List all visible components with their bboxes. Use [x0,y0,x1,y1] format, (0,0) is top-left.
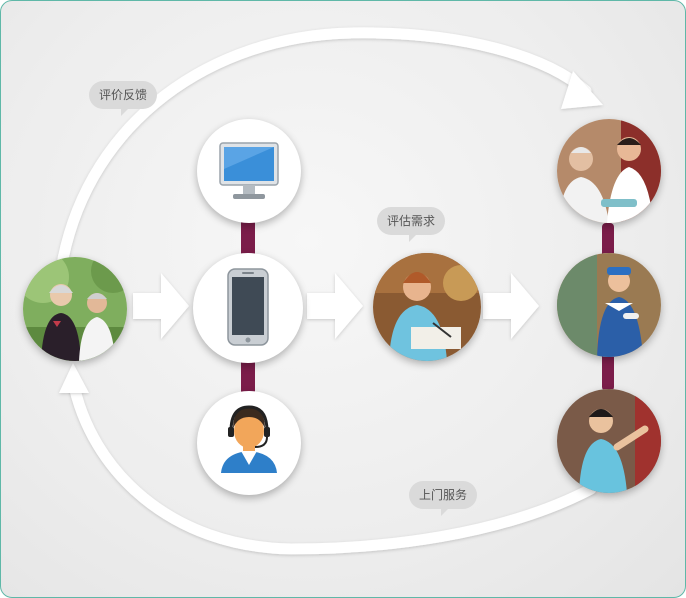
bubble-assess-label: 评估需求 [387,214,436,228]
cleaning-service-photo [557,253,661,357]
connector-right-top [602,223,614,259]
bubble-onsite: 上门服务 [409,481,478,516]
connector-monitor-phone [241,219,255,261]
arrow-3 [483,273,539,339]
computer-node [197,119,301,223]
arrow-1 [133,273,189,339]
desktop-monitor-icon [219,142,279,199]
bubble-assess: 评估需求 [377,207,446,242]
elderly-couple-photo [23,257,127,361]
feedback-arc [57,27,592,265]
care-visit-photo [557,119,661,223]
headset-agent-icon [221,405,277,473]
onsite-service-photo [557,389,661,493]
connector-right-bottom [602,353,614,391]
return-arc-arrowhead [59,363,89,393]
feedback-arc-arrowhead [561,71,603,109]
return-arc [67,375,597,555]
assessment-photo [373,253,481,361]
arrow-2 [307,273,363,339]
phone-node [193,253,303,363]
bubble-feedback: 评价反馈 [89,81,158,116]
bubble-onsite-label: 上门服务 [419,488,468,502]
bubble-feedback-label: 评价反馈 [99,88,148,102]
smartphone-icon [227,268,269,346]
agent-node [197,391,301,495]
